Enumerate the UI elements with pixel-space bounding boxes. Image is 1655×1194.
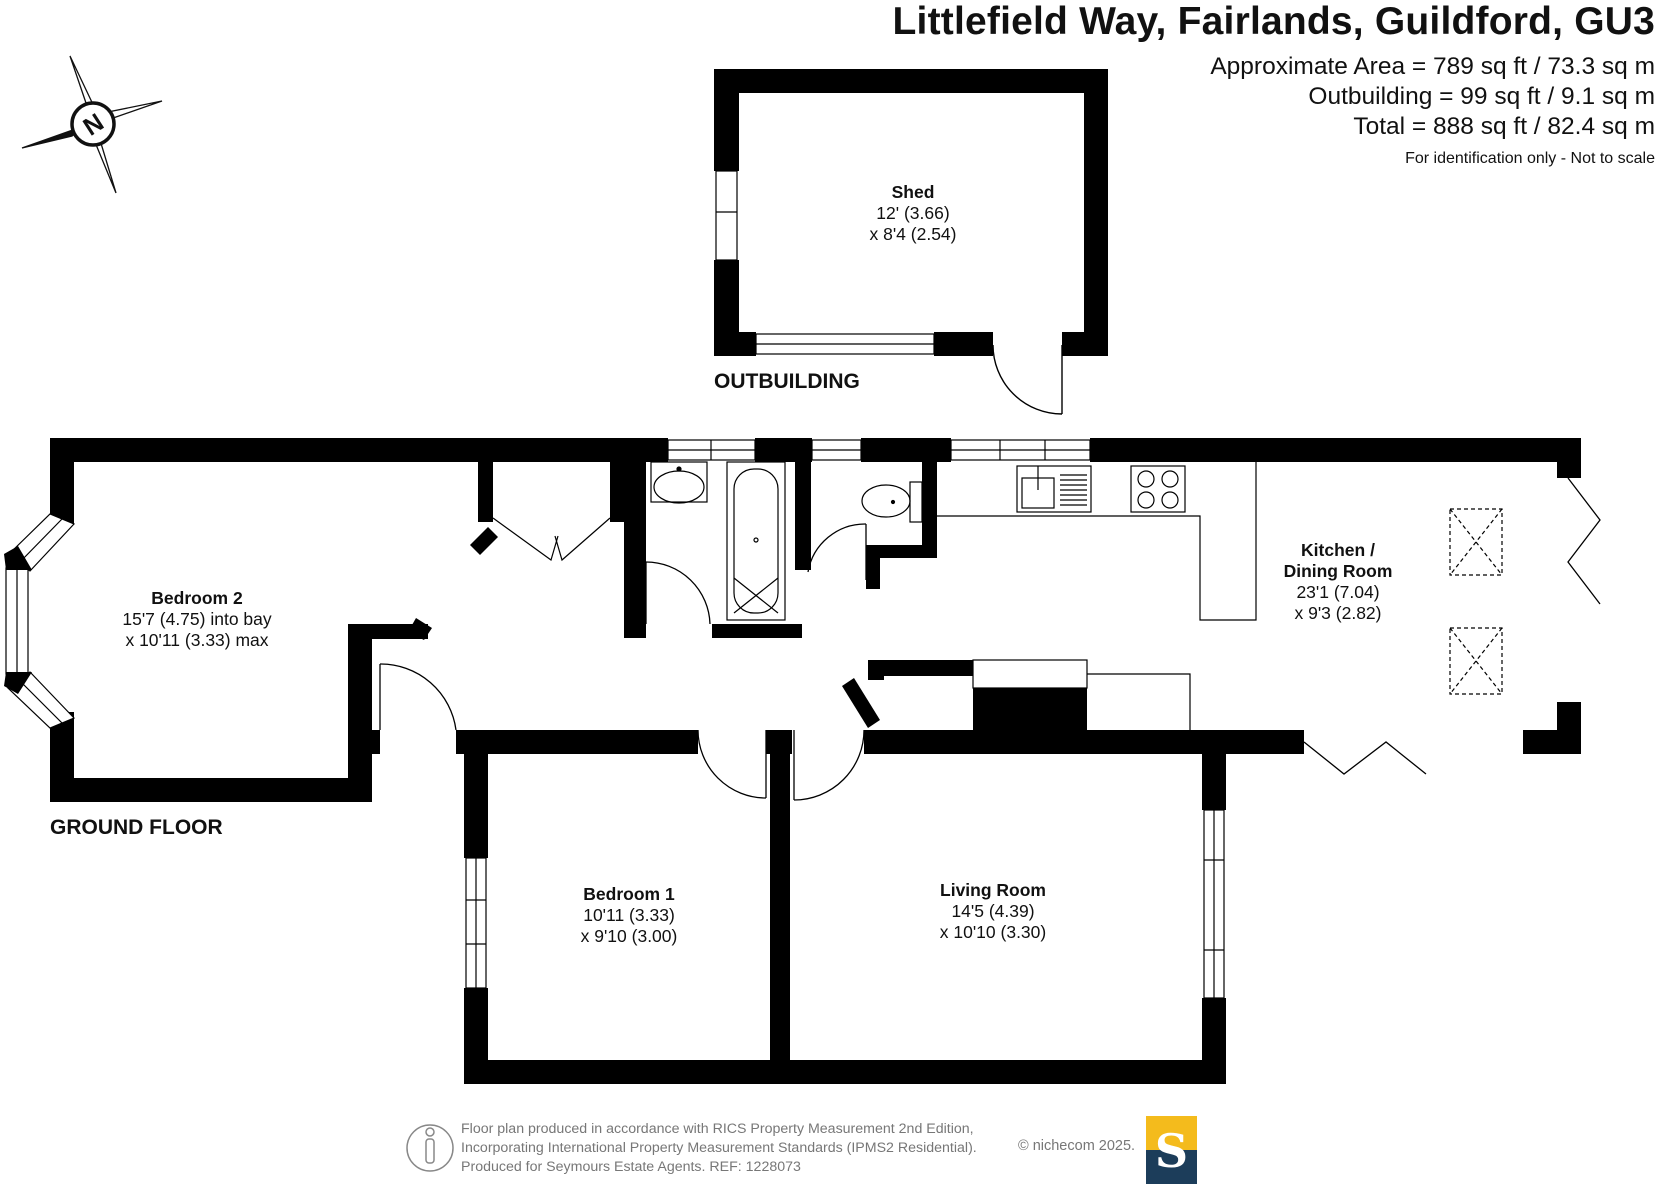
floor-label-ground: GROUND FLOOR [50, 816, 223, 839]
skylight-icon [1449, 508, 1503, 695]
address-title: Littlefield Way, Fairlands, Guildford, G… [892, 0, 1655, 43]
compass-north-icon: N [21, 55, 163, 194]
room-name: Bedroom 2 [151, 588, 243, 608]
room-label-kitchen: Kitchen / Dining Room 23'1 (7.04) x 9'3 … [1228, 540, 1448, 624]
shed-windows [715, 170, 935, 355]
room-dim: x 10'10 (3.30) [939, 922, 1047, 942]
bay-window-corners [4, 546, 32, 694]
ground-floor-walls [50, 438, 1581, 1084]
worktop [937, 462, 1257, 621]
room-dim: 12' (3.66) [876, 203, 950, 223]
shed-door [992, 344, 1063, 415]
room-label-bedroom-2: Bedroom 2 15'7 (4.75) into bay x 10'11 (… [87, 588, 307, 651]
bath-icon [726, 461, 786, 621]
hob-icon [1130, 465, 1186, 513]
footer-line: Floor plan produced in accordance with R… [461, 1121, 974, 1137]
doors [379, 477, 1601, 801]
room-dim: 23'1 (7.04) [1296, 582, 1380, 602]
room-dim: x 9'10 (3.00) [580, 926, 678, 946]
shed-walls [714, 69, 1108, 356]
room-name: Shed [891, 182, 935, 202]
bay-window [5, 513, 76, 729]
room-dim: 14'5 (4.39) [951, 901, 1035, 921]
room-name: Bedroom 1 [583, 884, 675, 904]
fixtures [492, 461, 1503, 730]
room-name: Dining Room [1283, 561, 1393, 581]
room-dim: 10'11 (3.33) [583, 905, 675, 925]
person-info-icon [406, 1124, 454, 1172]
room-name: Kitchen / [1301, 540, 1375, 560]
outbuilding-area: Outbuilding = 99 sq ft / 9.1 sq m [1308, 83, 1655, 110]
room-dim: x 8'4 (2.54) [869, 224, 957, 244]
room-label-bedroom-1: Bedroom 1 10'11 (3.33) x 9'10 (3.00) [529, 884, 729, 947]
approx-area: Approximate Area = 789 sq ft / 73.3 sq m [1210, 53, 1655, 80]
footer-line: Incorporating International Property Mea… [461, 1140, 977, 1156]
ground-top-windows [465, 439, 1225, 999]
room-label-living-room: Living Room 14'5 (4.39) x 10'10 (3.30) [893, 880, 1093, 943]
room-dim: 15'7 (4.75) into bay [122, 609, 272, 629]
room-label-shed: Shed 12' (3.66) x 8'4 (2.54) [813, 182, 1013, 245]
toilet-icon [861, 484, 911, 518]
disclaimer: For identification only - Not to scale [1405, 150, 1655, 167]
floor-label-outbuilding: OUTBUILDING [714, 370, 860, 393]
room-dim: x 10'11 (3.33) max [125, 630, 269, 650]
footer-notes: Floor plan produced in accordance with R… [461, 1120, 977, 1177]
logo-letter: S [1154, 1124, 1189, 1178]
room-name: Living Room [940, 880, 1046, 900]
room-dim: x 9'3 (2.82) [1294, 603, 1382, 623]
sink-icon [1016, 465, 1092, 513]
copyright: © nichecom 2025. [1018, 1138, 1136, 1154]
total-area: Total = 888 sq ft / 82.4 sq m [1353, 113, 1655, 140]
basin-icon [650, 461, 708, 503]
footer-line: Produced for Seymours Estate Agents. REF… [461, 1159, 801, 1175]
seymours-logo: S [1146, 1116, 1197, 1184]
